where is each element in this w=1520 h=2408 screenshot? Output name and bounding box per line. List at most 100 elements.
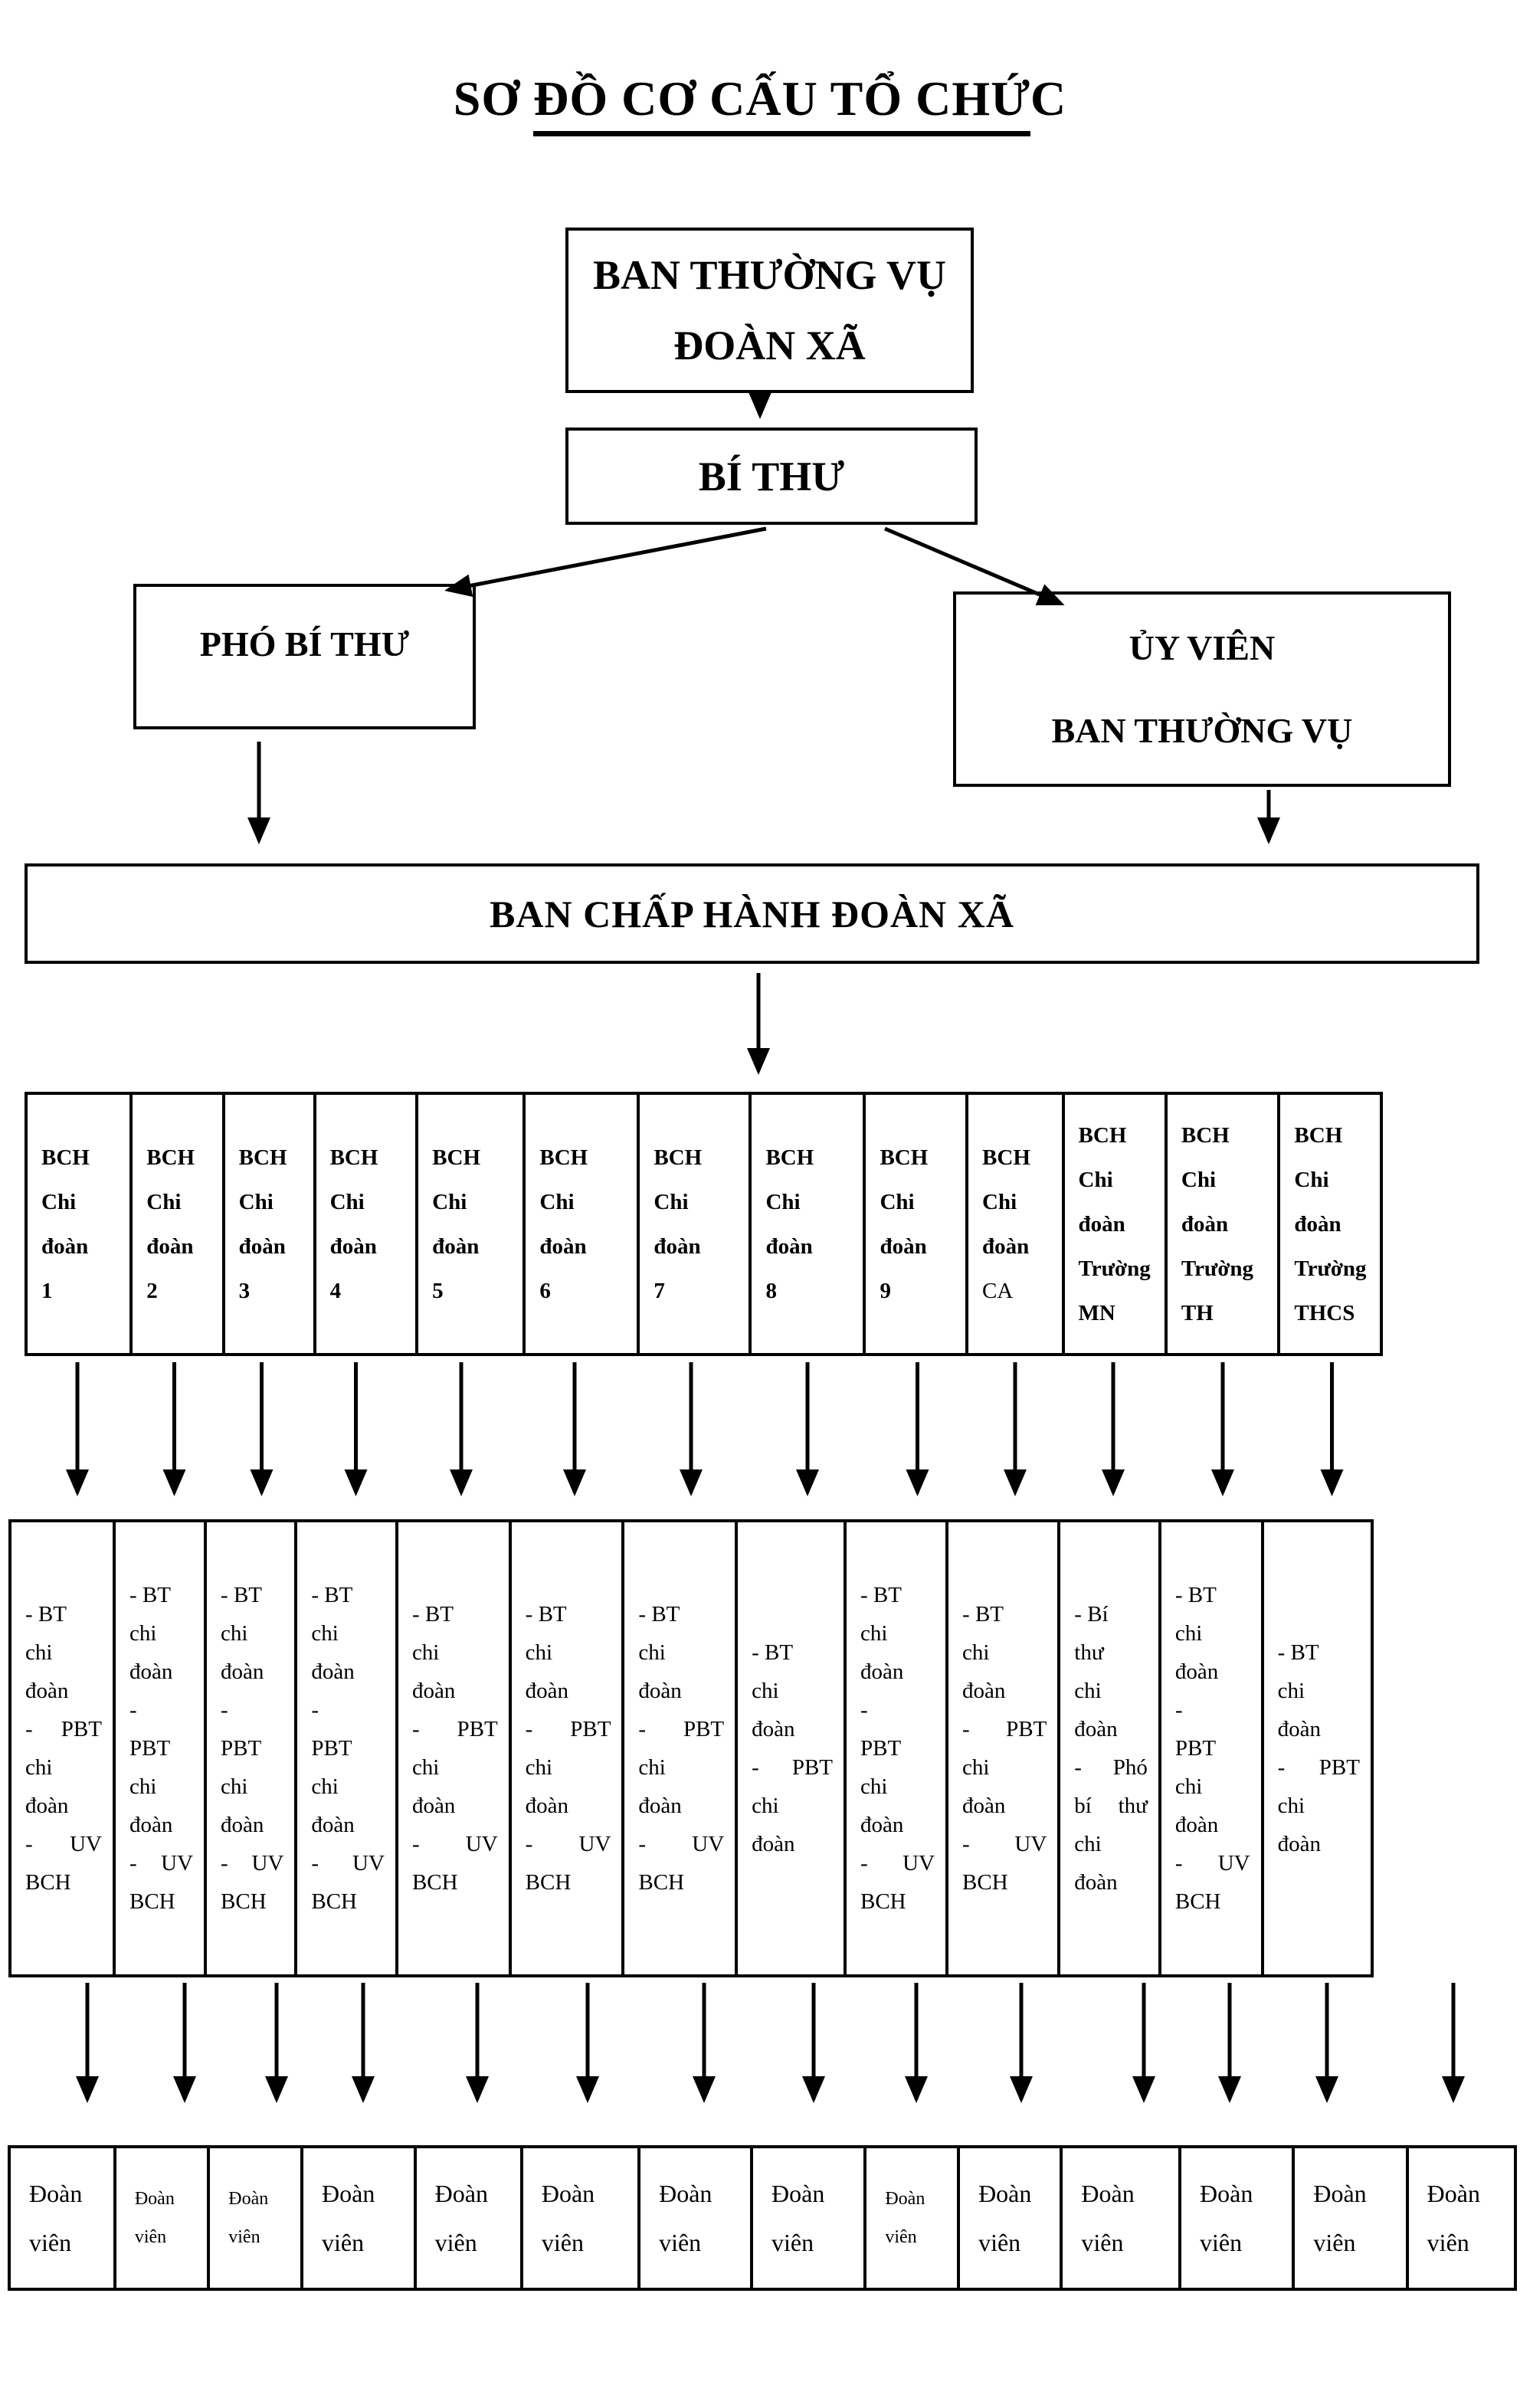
bch-cell-13-line: THCS	[1294, 1300, 1355, 1325]
member-cell-4-line: Đoàn	[322, 2180, 375, 2207]
detail-cell-7-line: - UV	[638, 1832, 725, 1856]
detail-cell-2-line: chi	[129, 1621, 157, 1646]
detail-cell-11-line: bí thư	[1074, 1794, 1148, 1818]
detail-cell-10-line: - UV	[962, 1832, 1047, 1856]
detail-cell-9-line: BCH	[860, 1889, 906, 1914]
detail-cell-9-line: - UV	[860, 1851, 935, 1876]
bch-cell-1-line: Chi	[41, 1189, 77, 1214]
detail-cell-4-line: PBT	[311, 1736, 352, 1761]
bch-cell-8-line: 8	[765, 1278, 777, 1303]
bch-cell-1-line: BCH	[41, 1145, 90, 1170]
member-cell-6-line: Đoàn	[541, 2180, 595, 2207]
detail-cell-11-line: - Bí	[1074, 1602, 1109, 1627]
bch-cell-8-line: BCH	[765, 1145, 814, 1170]
detail-cell-10-line: - BT	[962, 1602, 1004, 1627]
bch-cell-2-line: BCH	[146, 1145, 195, 1170]
detail-cell-6-line: chi	[525, 1755, 553, 1780]
detail-cell-2-line: đoàn	[129, 1813, 173, 1837]
detail-cell-12-line: đoàn	[1174, 1659, 1219, 1684]
bch-cell-11-line: Trường	[1078, 1256, 1151, 1281]
detail-cell-13-line: đoàn	[1277, 1717, 1321, 1741]
member-cell-4-line: viên	[322, 2229, 365, 2256]
detail-cell-13-line: - PBT	[1277, 1755, 1360, 1780]
detail-cell-2-line: - BT	[129, 1583, 171, 1607]
detail-cell-13-line: chi	[1277, 1794, 1305, 1818]
standing-member-box: ỦY VIÊN BAN THƯỜNG VỤ	[953, 591, 1451, 787]
bch-cell-7-line: 7	[654, 1278, 665, 1303]
detail-cell-9-line: PBT	[860, 1736, 902, 1761]
member-cell-2-line: viên	[134, 2227, 167, 2247]
detail-cell-8-line: - BT	[752, 1640, 794, 1665]
bch-cell-13-line: Trường	[1294, 1256, 1367, 1281]
standing-committee-box: BAN THƯỜNG VỤ ĐOÀN XÃ	[565, 228, 974, 393]
detail-cell-3-line: chi	[221, 1774, 248, 1799]
member-cell-5-line: Đoàn	[434, 2180, 488, 2207]
detail-cell-13-line: chi	[1277, 1679, 1305, 1703]
bch-cell-8-line: Chi đoàn	[765, 1189, 813, 1259]
bch-cell-12-line: TH	[1181, 1300, 1214, 1325]
detail-cell-2-line: BCH	[129, 1889, 175, 1914]
detail-cell-9-line: đoàn	[860, 1659, 904, 1684]
detail-cell-1-line: - PBT	[25, 1717, 102, 1741]
bch-cell-10-line: đoàn	[982, 1233, 1030, 1259]
member-cell-11-line: viên	[1081, 2229, 1124, 2256]
bch-cell-11-line: đoàn	[1078, 1211, 1125, 1237]
detail-cell-10-line: chi	[962, 1755, 990, 1780]
detail-cell-10-line: - PBT	[962, 1717, 1047, 1741]
bch-cell-2-line: Chi	[146, 1189, 182, 1214]
bch-cell-10-line: CA	[982, 1278, 1014, 1303]
detail-cell-5-line: đoàn	[411, 1794, 456, 1818]
detail-cell-6-line: BCH	[525, 1870, 572, 1895]
detail-cell-10-line: chi	[962, 1640, 990, 1665]
member-cell-14-line: Đoàn	[1427, 2180, 1480, 2207]
bch-cell-7-line: Chi đoàn	[654, 1189, 701, 1259]
detail-cell-4-line: đoàn	[311, 1813, 355, 1837]
detail-cell-6-line: - BT	[525, 1602, 567, 1627]
bch-cell-13-line: Chi	[1294, 1167, 1329, 1192]
detail-cell-11-line: đoàn	[1074, 1717, 1118, 1741]
detail-cell-7-line: BCH	[638, 1870, 685, 1895]
executive-committee-box: BAN CHẤP HÀNH ĐOÀN XÃ	[25, 863, 1479, 964]
bch-cell-4-line: Chi	[329, 1189, 365, 1214]
detail-cell-2-line: đoàn	[129, 1659, 173, 1684]
bch-cell-1-line: 1	[41, 1278, 53, 1303]
deputy-secretary-label: PHÓ BÍ THƯ	[199, 624, 410, 663]
member-cell-7-line: viên	[659, 2229, 702, 2256]
member-cell-1-line: Đoàn	[29, 2180, 83, 2207]
bch-cell-2-line: 2	[146, 1278, 158, 1303]
detail-cell-8-line: đoàn	[752, 1832, 795, 1856]
executive-committee-label: BAN CHẤP HÀNH ĐOÀN XÃ	[490, 892, 1014, 935]
detail-cell-6-line: - UV	[525, 1832, 611, 1856]
detail-cell-11-line: đoàn	[1074, 1870, 1118, 1895]
detail-cell-3-line: - BT	[221, 1583, 263, 1607]
detail-cell-1-line: chi	[25, 1755, 53, 1780]
bch-cell-3-line: Chi	[238, 1189, 274, 1214]
detail-cell-13-line: - BT	[1277, 1640, 1319, 1665]
detail-cell-11-line: chi	[1074, 1679, 1102, 1703]
detail-cell-4-line: - UV	[311, 1851, 385, 1876]
standing-committee-line2: ĐOÀN XÃ	[673, 323, 866, 369]
detail-cell-10-line: đoàn	[962, 1679, 1006, 1703]
detail-cell-4-line: đoàn	[311, 1659, 355, 1684]
detail-cell-7-line: đoàn	[638, 1679, 682, 1703]
detail-cell-8-line: đoàn	[752, 1717, 795, 1741]
